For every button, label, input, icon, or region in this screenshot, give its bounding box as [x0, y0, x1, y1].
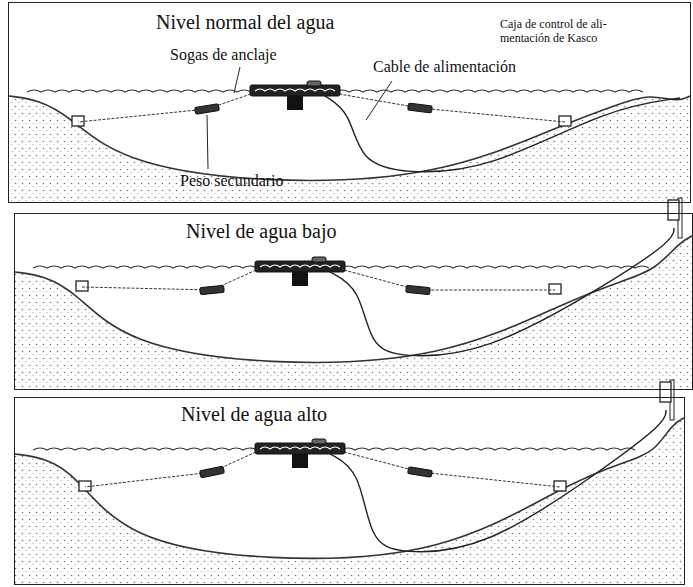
power-cable [325, 96, 680, 172]
anchor-rope [339, 94, 565, 122]
anchor-rope [78, 94, 251, 122]
power-cable [330, 228, 674, 356]
secondary-weight [195, 104, 220, 115]
control-box [660, 382, 671, 402]
float-dome [307, 81, 321, 86]
anchor-block [72, 116, 84, 126]
ground [15, 418, 684, 584]
anchor-block [549, 284, 561, 294]
anchor-rope [85, 452, 256, 487]
anchor-block [554, 481, 566, 491]
float-detail [260, 265, 340, 267]
leader-line [207, 115, 208, 169]
pond-section [9, 81, 690, 202]
ground [9, 96, 690, 202]
pond-section [15, 198, 692, 389]
aerator-float [250, 85, 340, 96]
aerator-float [255, 261, 345, 272]
bank-line [15, 418, 684, 558]
aerator-motor [287, 96, 303, 110]
aerator-motor [292, 272, 308, 286]
ground [15, 236, 692, 389]
anchor-rope [344, 452, 560, 487]
secondary-weight [408, 103, 433, 113]
secondary-weight [200, 285, 225, 294]
control-box [668, 200, 679, 220]
aerator-motor [292, 454, 308, 468]
callout-label: Cable de alimentación [373, 58, 516, 76]
power-cable [330, 410, 666, 552]
float-dome [312, 257, 326, 262]
panel-title: Nivel de agua bajo [186, 220, 337, 243]
leader-line [366, 81, 392, 120]
bank-line [9, 96, 690, 180]
leader-line [234, 67, 240, 93]
pond-section [15, 380, 684, 584]
panel-frame: Nivel de agua bajo [14, 213, 693, 390]
anchor-block [79, 481, 91, 491]
aerator-float [255, 443, 345, 454]
anchor-block [559, 116, 571, 126]
anchor-block [76, 281, 88, 291]
anchor-rope [344, 270, 555, 290]
panel-frame: Nivel de agua alto [14, 397, 685, 585]
bank-line [15, 236, 692, 362]
float-detail [255, 89, 335, 91]
callout-label: Peso secundario [180, 172, 284, 190]
panel-title: Nivel de agua alto [181, 403, 327, 426]
secondary-weight [408, 467, 433, 478]
panel-title: Nivel normal del agua [156, 11, 334, 34]
callout-label: Sogas de anclaje [170, 46, 277, 64]
float-detail [260, 447, 340, 449]
secondary-weight [406, 285, 431, 294]
float-dome [312, 439, 326, 444]
anchor-rope [82, 270, 256, 290]
secondary-weight [200, 466, 225, 478]
callout-label: Caja de control de ali- mentación de Kas… [500, 18, 624, 46]
